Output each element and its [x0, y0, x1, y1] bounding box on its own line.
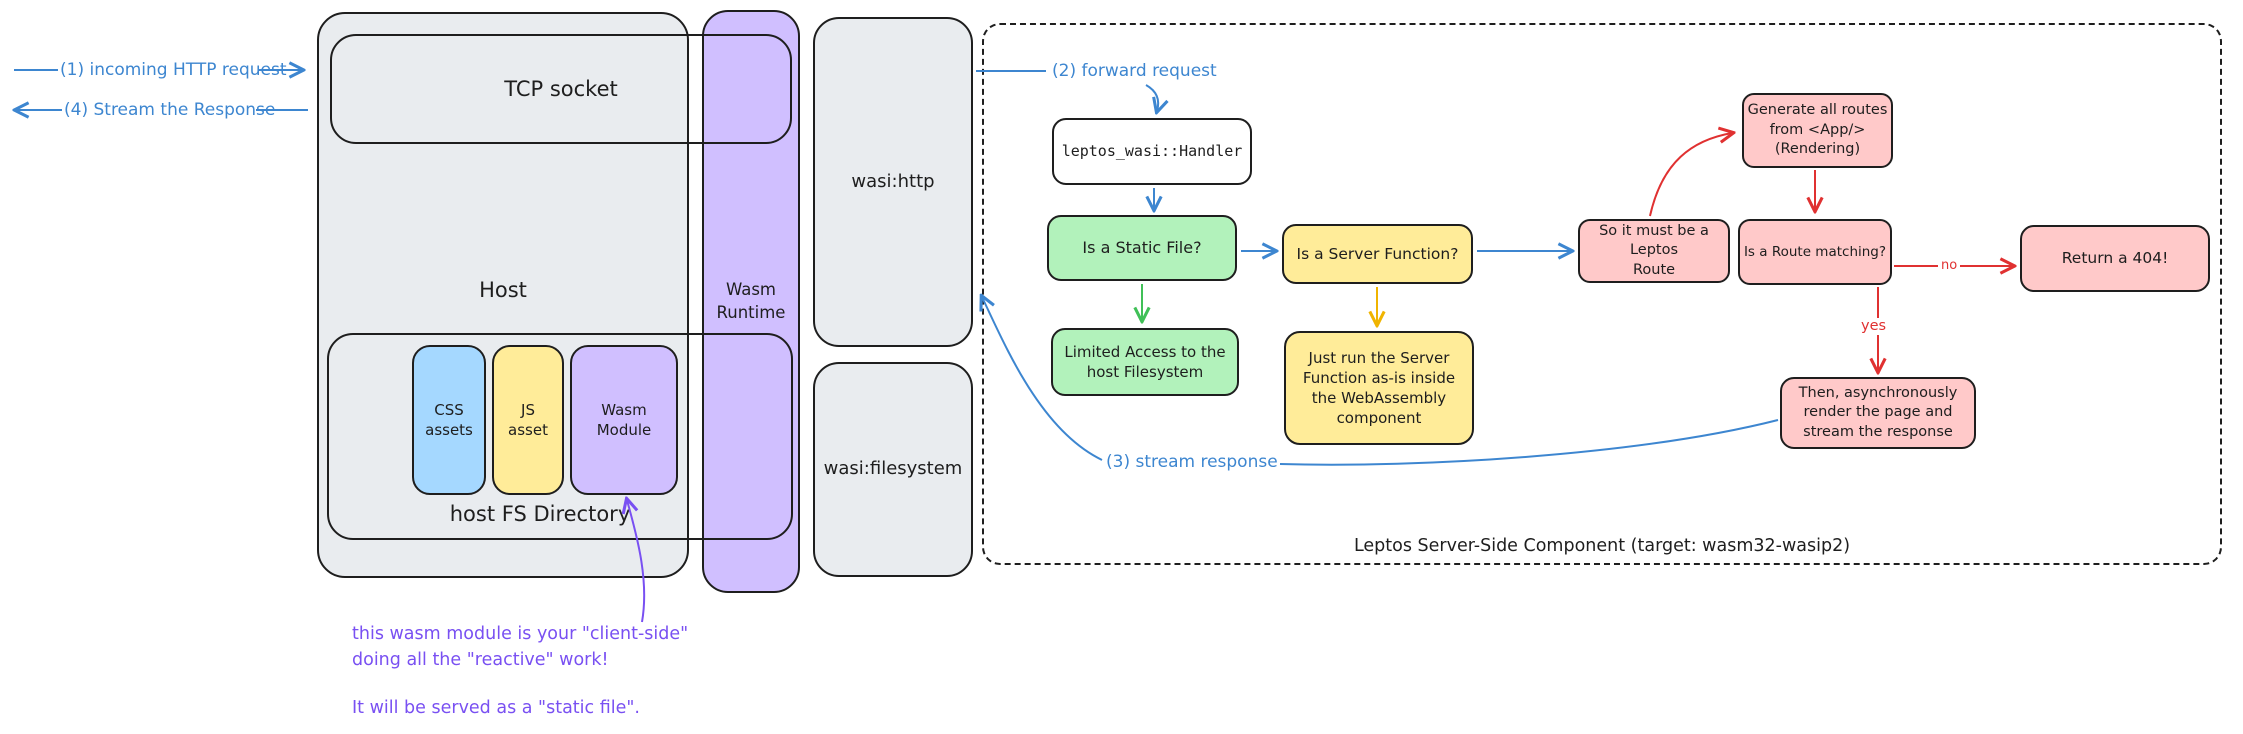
generate-routes-box: Generate all routes from <App/> (Renderi…	[1742, 93, 1893, 168]
css-assets-label: CSS assets	[425, 400, 473, 439]
js-asset-label: JS asset	[508, 400, 548, 439]
return-404-box: Return a 404!	[2020, 225, 2210, 292]
is-server-function-label: Is a Server Function?	[1296, 244, 1459, 263]
wasm-note-line2: doing all the "reactive" work!	[352, 650, 609, 670]
wasm-runtime-column: Wasm Runtime	[702, 10, 800, 593]
leptos-component-title: Leptos Server-Side Component (target: wa…	[1353, 536, 1851, 556]
step1-label: (1) incoming HTTP request	[60, 60, 287, 80]
wasi-http-label: wasi:http	[851, 170, 935, 192]
leptos-component-container	[982, 23, 2222, 565]
host-label: Host	[479, 278, 527, 302]
is-static-file-box: Is a Static File?	[1047, 215, 1237, 281]
leptos-wasi-handler-box: leptos_wasi::Handler	[1052, 118, 1252, 185]
wasi-http-box: wasi:http	[813, 17, 973, 347]
step2-label: (2) forward request	[1052, 61, 1217, 81]
host-fs-directory-label: host FS Directory	[449, 502, 631, 526]
wasm-note-line1: this wasm module is your "client-side"	[352, 624, 689, 644]
limited-access-label: Limited Access to the host Filesystem	[1064, 342, 1226, 381]
so-leptos-route-box: So it must be a Leptos Route	[1578, 219, 1730, 283]
is-route-matching-box: Is a Route matching?	[1738, 219, 1892, 285]
leptos-wasi-handler-label: leptos_wasi::Handler	[1061, 142, 1243, 161]
js-asset-box: JS asset	[492, 345, 564, 495]
just-run-server-function-label: Just run the Server Function as-is insid…	[1302, 348, 1456, 428]
wasi-filesystem-label: wasi:filesystem	[823, 458, 963, 480]
so-leptos-route-label: So it must be a Leptos Route	[1599, 222, 1709, 278]
host-fs-directory-box	[327, 333, 793, 540]
is-route-matching-label: Is a Route matching?	[1743, 243, 1887, 260]
tcp-socket-box: TCP socket	[330, 34, 792, 144]
just-run-server-function-box: Just run the Server Function as-is insid…	[1284, 331, 1474, 445]
step4-label: (4) Stream the Response	[64, 100, 276, 120]
then-render-label: Then, asynchronously render the page and…	[1798, 384, 1958, 440]
css-assets-box: CSS assets	[412, 345, 486, 495]
return-404-label: Return a 404!	[2061, 249, 2169, 268]
wasm-module-box: Wasm Module	[570, 345, 678, 495]
generate-routes-label: Generate all routes from <App/> (Renderi…	[1747, 102, 1888, 158]
is-static-file-label: Is a Static File?	[1082, 238, 1202, 258]
wasi-filesystem-box: wasi:filesystem	[813, 362, 973, 577]
is-server-function-box: Is a Server Function?	[1282, 224, 1473, 284]
wasm-module-label: Wasm Module	[596, 400, 652, 439]
no-branch-label: no	[1938, 258, 1961, 274]
yes-branch-label: yes	[1858, 318, 1890, 336]
then-render-box: Then, asynchronously render the page and…	[1780, 377, 1976, 449]
limited-access-box: Limited Access to the host Filesystem	[1051, 328, 1239, 396]
tcp-socket-label: TCP socket	[504, 76, 618, 101]
wasm-runtime-label: Wasm Runtime	[716, 280, 786, 322]
wasm-note-line3: It will be served as a "static file".	[352, 698, 640, 718]
step3-label: (3) stream response	[1106, 452, 1278, 472]
